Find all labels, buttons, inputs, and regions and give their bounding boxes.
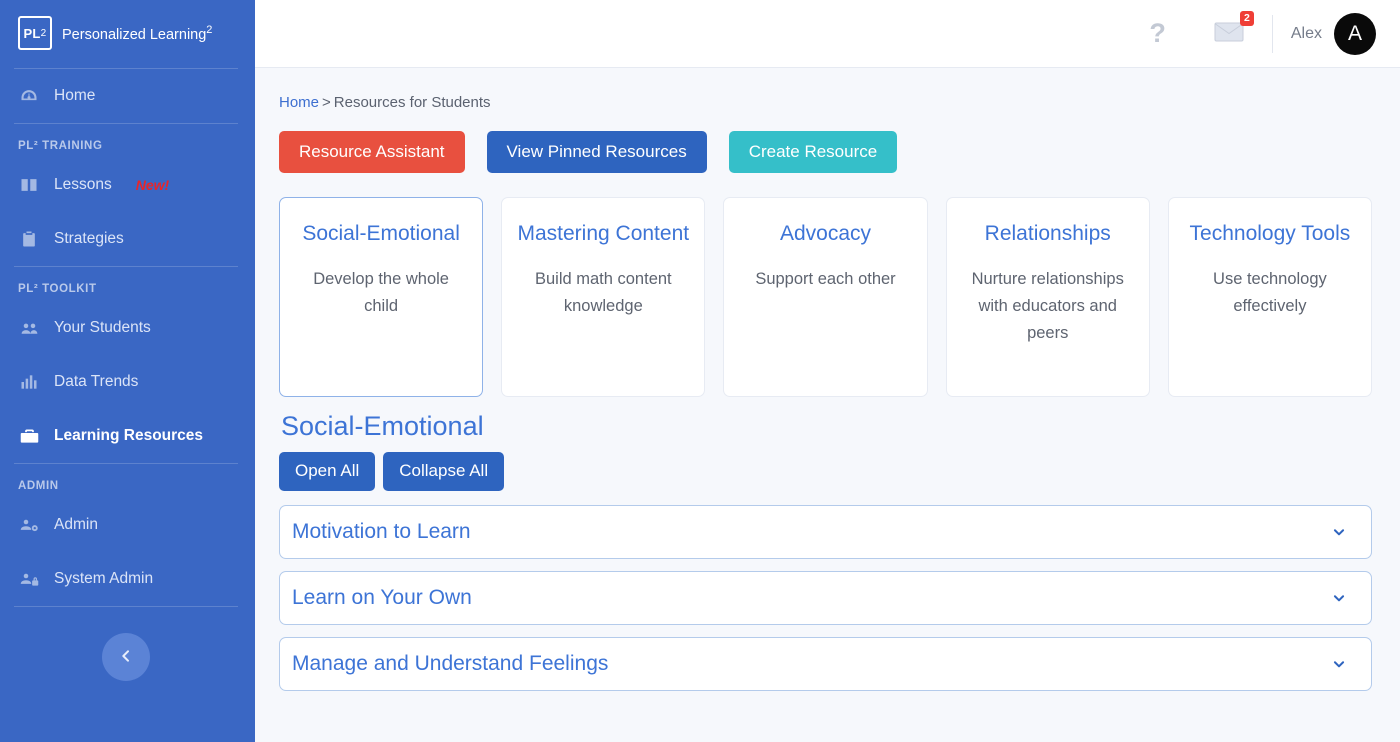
- category-card-advocacy[interactable]: Advocacy Support each other: [723, 197, 928, 398]
- logo-text: PL: [23, 25, 41, 41]
- sidebar-item-strategies[interactable]: Strategies: [0, 212, 252, 266]
- category-card-title: Social-Emotional: [302, 222, 460, 246]
- sidebar-item-admin[interactable]: Admin: [0, 498, 252, 552]
- main-area: ? 2 Alex A Home>Resources for Students: [252, 0, 1400, 742]
- sidebar-divider-3: [14, 266, 238, 267]
- sidebar-item-strategies-label: Strategies: [54, 230, 124, 248]
- category-card-relationships[interactable]: Relationships Nurture relationships with…: [945, 197, 1150, 398]
- sidebar-section-admin-label: ADMIN: [18, 480, 59, 492]
- category-card-desc: Build math content knowledge: [534, 270, 672, 315]
- sidebar-item-learning-resources-label: Learning Resources: [54, 427, 204, 445]
- resource-assistant-button[interactable]: Resource Assistant: [279, 131, 465, 174]
- sidebar-item-learning-resources[interactable]: Learning Resources: [0, 409, 252, 463]
- category-card-title: Mastering Content: [517, 222, 690, 246]
- chevron-down-icon[interactable]: [1329, 591, 1349, 605]
- breadcrumb-current: Resources for Students: [333, 94, 491, 111]
- user-menu[interactable]: Alex A: [1290, 12, 1376, 55]
- accordion-item-title: Motivation to Learn: [292, 519, 471, 543]
- brand-name-superscript: 2: [206, 23, 213, 36]
- dashboard-icon: [18, 85, 40, 107]
- sidebar-divider: [14, 68, 238, 69]
- accordion-list: Motivation to Learn Learn on Your Own Ma…: [279, 504, 1372, 691]
- page-content: Home>Resources for Students Resource Ass…: [255, 68, 1400, 742]
- create-resource-button[interactable]: Create Resource: [728, 131, 898, 174]
- clipboard-icon: [18, 228, 40, 250]
- brand-name-text: Personalized Learning: [62, 26, 207, 43]
- chevron-down-icon[interactable]: [1329, 657, 1349, 671]
- accordion-item-motivation-to-learn[interactable]: Motivation to Learn: [279, 504, 1372, 559]
- users-icon: [18, 317, 40, 339]
- action-buttons: Resource Assistant View Pinned Resources…: [279, 131, 1372, 174]
- sidebar-item-lessons-label: Lessons: [54, 176, 112, 194]
- avatar: A: [1334, 12, 1376, 55]
- sidebar-section-toolkit-label: PL² TOOLKIT: [18, 283, 97, 295]
- sidebar-collapse-container: [0, 607, 252, 681]
- logo-superscript: 2: [40, 27, 47, 39]
- users-gear-icon: [18, 514, 40, 536]
- accordion-item-learn-on-your-own[interactable]: Learn on Your Own: [279, 570, 1372, 625]
- sidebar-item-home[interactable]: Home: [0, 69, 252, 123]
- help-icon[interactable]: ?: [1149, 18, 1166, 48]
- open-all-button[interactable]: Open All: [279, 452, 376, 491]
- sidebar-divider-4: [14, 463, 238, 464]
- accordion-item-manage-and-understand-feelings[interactable]: Manage and Understand Feelings: [279, 636, 1372, 691]
- user-name-label: Alex: [1290, 24, 1322, 42]
- users-lock-icon: [18, 568, 40, 590]
- envelope-icon: [1214, 22, 1244, 47]
- chevron-left-icon: [118, 648, 134, 667]
- accordion-item-title: Manage and Understand Feelings: [292, 651, 609, 675]
- messages-count-badge: 2: [1240, 10, 1254, 26]
- sidebar-divider-2: [14, 123, 238, 124]
- chevron-down-icon[interactable]: [1329, 525, 1349, 539]
- breadcrumb: Home>Resources for Students: [279, 94, 1372, 111]
- chart-icon: [18, 371, 40, 393]
- sidebar-item-admin-label: Admin: [54, 516, 98, 534]
- category-card-desc: Use technology effectively: [1213, 270, 1327, 315]
- accordion-item-title: Learn on Your Own: [292, 585, 472, 609]
- category-card-title: Relationships: [984, 222, 1111, 246]
- category-card-desc: Support each other: [755, 270, 896, 289]
- sidebar-item-system-admin[interactable]: System Admin: [0, 552, 252, 606]
- sidebar-divider-5: [14, 606, 238, 607]
- toolbox-icon: [18, 425, 40, 447]
- category-cards: Social-Emotional Develop the whole child…: [279, 197, 1373, 398]
- sidebar-item-data-trends[interactable]: Data Trends: [0, 355, 252, 409]
- category-card-title: Advocacy: [779, 222, 872, 246]
- breadcrumb-separator: >: [322, 94, 331, 111]
- book-icon: [18, 174, 40, 196]
- sidebar-item-your-students[interactable]: Your Students: [0, 301, 252, 355]
- category-card-technology-tools[interactable]: Technology Tools Use technology effectiv…: [1167, 197, 1373, 398]
- topbar: ? 2 Alex A: [255, 0, 1400, 68]
- category-card-desc: Nurture relationships with educators and…: [971, 270, 1124, 342]
- sidebar-item-your-students-label: Your Students: [54, 319, 151, 337]
- category-card-title: Technology Tools: [1189, 222, 1351, 246]
- sidebar-item-lessons[interactable]: Lessons New!: [0, 158, 252, 212]
- sidebar-item-data-trends-label: Data Trends: [54, 373, 139, 391]
- category-card-mastering-content[interactable]: Mastering Content Build math content kno…: [501, 197, 706, 398]
- brand-name: Personalized Learning2: [62, 24, 212, 43]
- accordion-controls: Open All Collapse All: [279, 452, 1372, 491]
- category-card-social-emotional[interactable]: Social-Emotional Develop the whole child: [279, 197, 484, 398]
- page-title: Social-Emotional: [281, 411, 484, 442]
- sidebar-item-home-label: Home: [54, 87, 96, 105]
- collapse-all-button[interactable]: Collapse All: [383, 452, 505, 491]
- topbar-divider: [1271, 14, 1273, 53]
- sidebar-collapse-button[interactable]: [102, 633, 150, 681]
- breadcrumb-home-link[interactable]: Home: [279, 94, 320, 111]
- sidebar-section-training-label: PL² TRAINING: [18, 140, 103, 152]
- lessons-new-badge: New!: [135, 177, 170, 193]
- sidebar-item-system-admin-label: System Admin: [54, 570, 154, 588]
- category-card-desc: Develop the whole child: [313, 270, 449, 315]
- view-pinned-resources-button[interactable]: View Pinned Resources: [486, 131, 707, 174]
- messages-button[interactable]: 2: [1192, 10, 1266, 48]
